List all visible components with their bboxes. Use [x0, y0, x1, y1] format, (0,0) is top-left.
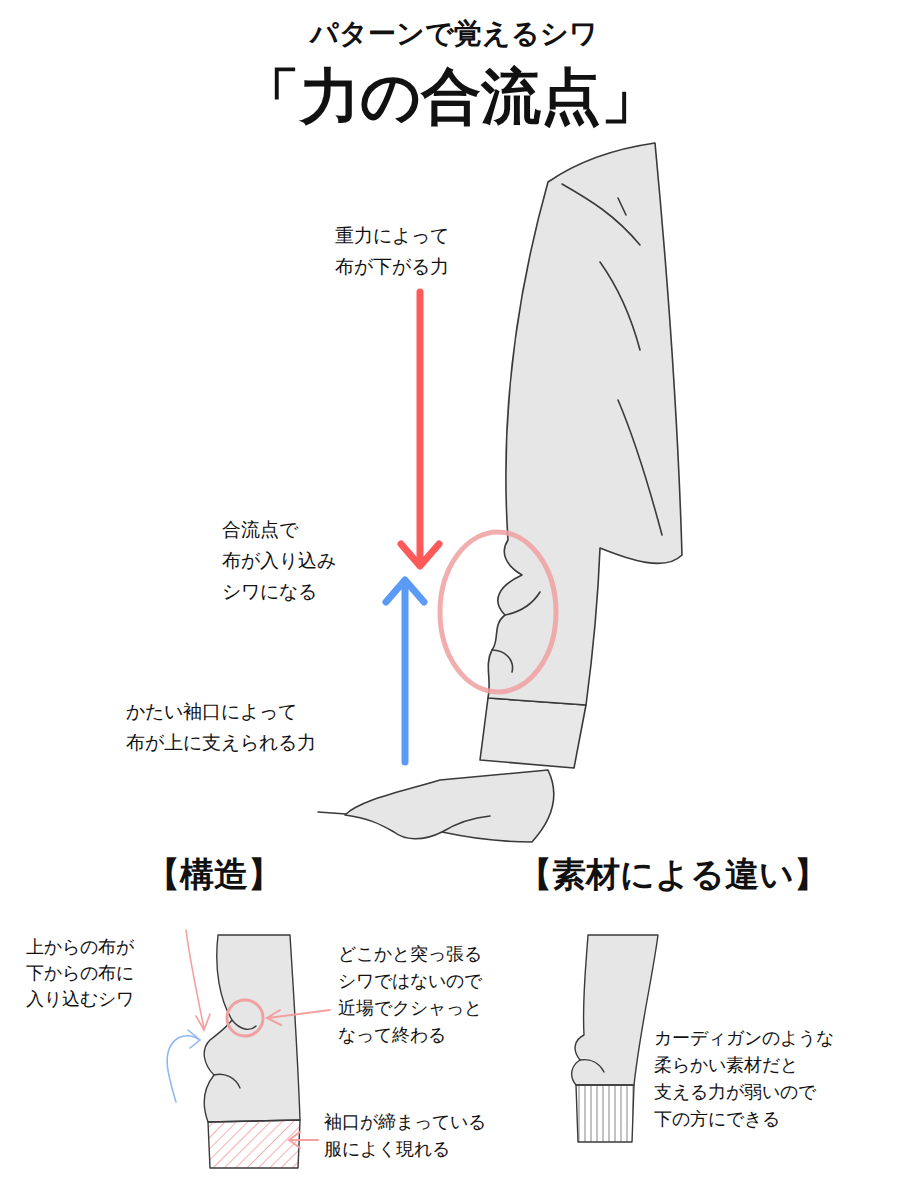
force-label: 合流点で 布が入り込み シワになる — [222, 514, 347, 607]
subtitle: パターンで覚えるシワ — [4, 14, 900, 54]
leader-arrow — [289, 1132, 318, 1148]
fold-line — [232, 1020, 256, 1029]
note-label: 袖口が締まっている 服によく現れる — [324, 1108, 497, 1162]
leader-arrow — [267, 1010, 330, 1025]
hand — [345, 770, 554, 842]
note-label: どこかと突っ張る シワではないので 近場でクシャっと なって終わる — [338, 940, 511, 1048]
highlight-circle — [227, 1000, 263, 1036]
highlight-circle — [440, 532, 556, 692]
up-arrow-sketch — [167, 1030, 200, 1102]
fold-line — [562, 184, 640, 245]
note-label: 上からの布が 下からの布に 入り込むシワ — [26, 934, 163, 1012]
fold-line — [492, 650, 513, 672]
cuff — [208, 1120, 300, 1168]
fold-line — [505, 592, 540, 615]
force-arrows — [386, 292, 439, 762]
down-arrow-sketch — [186, 930, 210, 1030]
fold-line — [214, 1074, 240, 1088]
note-label: カーディガンのような 柔らかい素材だと 支える力が弱いので 下の方にできる — [654, 1024, 845, 1132]
force-label: かたい袖口によって 布が上に支えられる力 — [126, 696, 346, 758]
fold-line — [618, 400, 662, 535]
fold-line — [600, 262, 640, 350]
sleeve — [572, 935, 658, 1085]
gravity-arrow — [417, 292, 424, 562]
hand-line — [318, 812, 346, 814]
hand-finger — [442, 816, 490, 832]
sleeve — [488, 143, 682, 705]
rib-cuff — [576, 1085, 634, 1142]
material-sketch — [572, 935, 658, 1142]
sleeve-drawing — [318, 143, 682, 842]
force-label: 重力によって 布が下がる力 — [335, 220, 479, 282]
fold-line — [618, 198, 626, 215]
sleeve — [204, 935, 300, 1122]
arrow-head — [401, 544, 439, 566]
section-heading: 【素材による違い】 — [518, 852, 828, 896]
structure-sketch — [204, 935, 300, 1168]
cuff — [480, 698, 586, 768]
title: 「力の合流点」 — [0, 58, 900, 134]
arrow-head — [386, 580, 424, 602]
support-arrow — [402, 584, 409, 762]
fold-line — [580, 1060, 604, 1072]
section-heading: 【構造】 — [146, 852, 282, 896]
